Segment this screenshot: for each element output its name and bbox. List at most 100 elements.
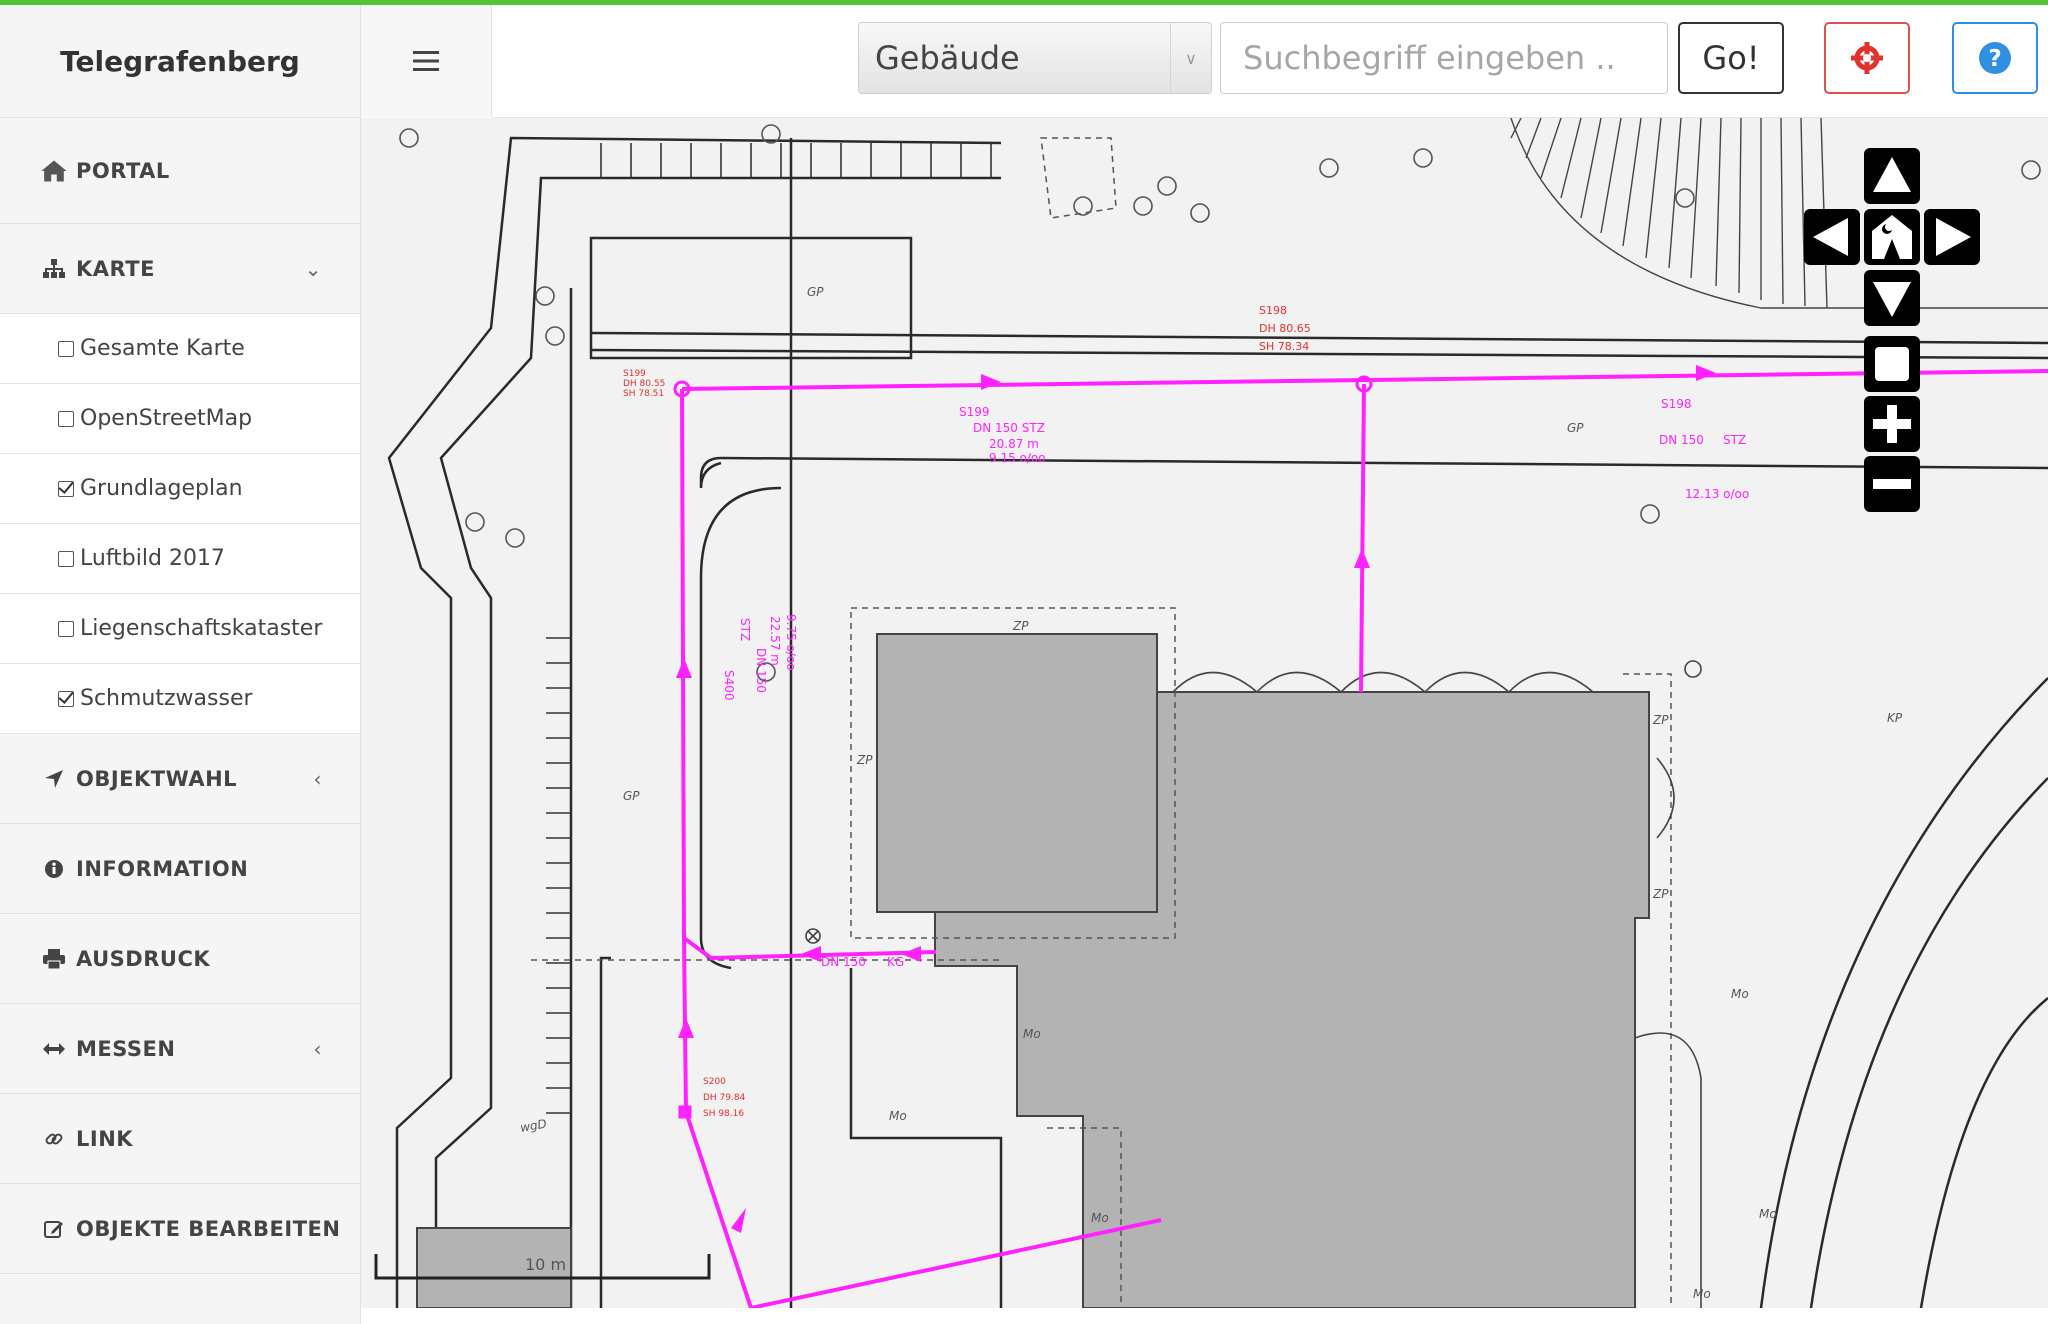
sidebar-item-objekte-bearbeiten[interactable]: OBJEKTE BEARBEITEN — [0, 1184, 360, 1274]
scale-bar-label: 10 m — [525, 1255, 566, 1274]
svg-text:?: ? — [1988, 46, 2001, 72]
sidebar-item-link[interactable]: LINK — [0, 1094, 360, 1184]
map-label: DN 150 — [1659, 433, 1704, 447]
minus-icon — [1864, 456, 1920, 512]
checkbox-checked[interactable] — [58, 690, 74, 707]
zoom-in-button[interactable] — [1864, 396, 1920, 456]
zoom-extent-button[interactable] — [1864, 336, 1920, 396]
map-label: 22.57 m — [768, 616, 782, 666]
map-label: Mo — [1759, 1207, 1777, 1221]
layer-label: Grundlageplan — [80, 476, 243, 501]
sidebar-item-label: LINK — [76, 1126, 134, 1151]
magenta-labels: S199 DN 150 STZ 20.87 m 9.15 o/oo S198 D… — [722, 397, 1749, 969]
arrow-right-icon — [1924, 209, 1980, 265]
pan-right-button[interactable] — [1924, 209, 1980, 269]
footer-strip — [361, 1308, 2048, 1324]
sidebar-item-label: AUSDRUCK — [76, 946, 211, 971]
sidebar-item-portal[interactable]: PORTAL — [0, 118, 360, 224]
sidebar-item-karte[interactable]: KARTE ⌄ — [0, 224, 360, 314]
sewer-flow-arrows — [676, 365, 1716, 1233]
sidebar-item-label: OBJEKTWAHL — [76, 766, 238, 791]
map-label: 20.87 m — [989, 437, 1039, 451]
parking-stripes — [546, 143, 992, 1114]
map-label: 9.75 o/oo — [784, 614, 798, 671]
layer-item-luftbild[interactable]: Luftbild 2017 — [0, 524, 360, 594]
layer-item-gesamte-karte[interactable]: Gesamte Karte — [0, 314, 360, 384]
checkbox[interactable] — [58, 340, 74, 357]
layer-item-openstreetmap[interactable]: OpenStreetMap — [0, 384, 360, 454]
map-label: S199 — [623, 369, 646, 379]
location-arrow-icon — [40, 769, 68, 789]
dashed-outlines — [531, 137, 1672, 1308]
map-label: SH 78.34 — [1259, 340, 1309, 353]
layer-item-grundlageplan[interactable]: Grundlageplan — [0, 454, 360, 524]
layer-select[interactable]: Gebäude ∨ — [858, 22, 1212, 94]
sidebar-item-information[interactable]: INFORMATION — [0, 824, 360, 914]
map-label: wgD — [519, 1117, 548, 1135]
sidebar-item-messen[interactable]: MESSEN ‹ — [0, 1004, 360, 1094]
sidebar-item-label: INFORMATION — [76, 856, 249, 881]
go-button[interactable]: Go! — [1678, 22, 1784, 94]
map-label: Mo — [1023, 1027, 1041, 1041]
checkbox[interactable] — [58, 550, 74, 567]
sidebar-item-label: PORTAL — [76, 158, 170, 183]
misc-symbols — [805, 660, 1702, 944]
map-label: DH 80.55 — [623, 379, 665, 389]
map-label: SH 78.51 — [623, 389, 664, 399]
map-label: GP — [623, 789, 640, 803]
map-label: Mo — [1731, 987, 1749, 1001]
layer-item-schmutzwasser[interactable]: Schmutzwasser — [0, 664, 360, 734]
help-button[interactable]: ? — [1952, 22, 2038, 94]
arrow-down-icon — [1864, 270, 1920, 326]
map-label: KP — [1887, 711, 1903, 725]
pan-left-button[interactable] — [1804, 209, 1860, 269]
parking-outline — [387, 136, 1002, 1308]
top-accent-stripe — [0, 0, 2048, 5]
edit-icon — [40, 1219, 68, 1239]
home-view-button[interactable] — [1864, 209, 1920, 269]
map-label: DH 80.65 — [1259, 322, 1311, 335]
info-icon — [40, 859, 68, 879]
map-label: Mo — [1091, 1211, 1109, 1225]
chevron-down-icon: ∨ — [1170, 23, 1211, 93]
chevron-left-icon: ‹ — [313, 766, 322, 791]
map-label: S198 — [1259, 304, 1287, 317]
scale-bar: 10 m — [374, 1254, 711, 1280]
map-drawing: S198 DH 80.65 SH 78.34 S199 DH 80.55 SH … — [361, 118, 2048, 1308]
plan-labels: GP GP GP ZP ZP ZP ZP Mo Mo Mo Mo Mo Mo K… — [519, 285, 1903, 1301]
link-icon — [40, 1129, 68, 1149]
map-label: ZP — [856, 753, 873, 767]
map-label: 9.15 o/oo — [989, 451, 1046, 465]
map-label: S198 — [1661, 397, 1692, 411]
map-label: ZP — [1652, 713, 1669, 727]
map-label: DN 150 STZ — [973, 421, 1045, 435]
sidebar-item-objektwahl[interactable]: OBJEKTWAHL ‹ — [0, 734, 360, 824]
search-input[interactable] — [1220, 22, 1668, 94]
map-label: S200 — [703, 1077, 726, 1087]
pan-up-button[interactable] — [1864, 148, 1920, 208]
layer-label: OpenStreetMap — [80, 406, 253, 431]
map-canvas[interactable]: S198 DH 80.65 SH 78.34 S199 DH 80.55 SH … — [361, 118, 2048, 1308]
printer-icon — [40, 948, 68, 969]
tree-symbols — [399, 124, 2041, 682]
arrows-horizontal-icon — [40, 1042, 68, 1056]
app-title[interactable]: Telegrafenberg — [0, 5, 361, 118]
checkbox-checked[interactable] — [58, 480, 74, 497]
sidebar-toggle-button[interactable] — [361, 5, 492, 117]
chevron-down-icon: ⌄ — [304, 256, 322, 281]
hamburger-menu-icon — [413, 51, 439, 71]
chevron-left-icon: ‹ — [313, 1036, 322, 1061]
home-icon — [40, 154, 68, 188]
checkbox[interactable] — [58, 620, 74, 637]
pan-down-button[interactable] — [1864, 270, 1920, 330]
plus-icon — [1864, 396, 1920, 452]
question-icon: ? — [1979, 42, 2011, 74]
checkbox[interactable] — [58, 410, 74, 427]
layer-item-liegenschaftskataster[interactable]: Liegenschaftskataster — [0, 594, 360, 664]
locate-button[interactable] — [1824, 22, 1910, 94]
map-label: GP — [1567, 421, 1584, 435]
zoom-out-button[interactable] — [1864, 456, 1920, 516]
crosshair-icon — [1851, 42, 1883, 74]
sitemap-icon — [40, 258, 68, 279]
sidebar-item-ausdruck[interactable]: AUSDRUCK — [0, 914, 360, 1004]
